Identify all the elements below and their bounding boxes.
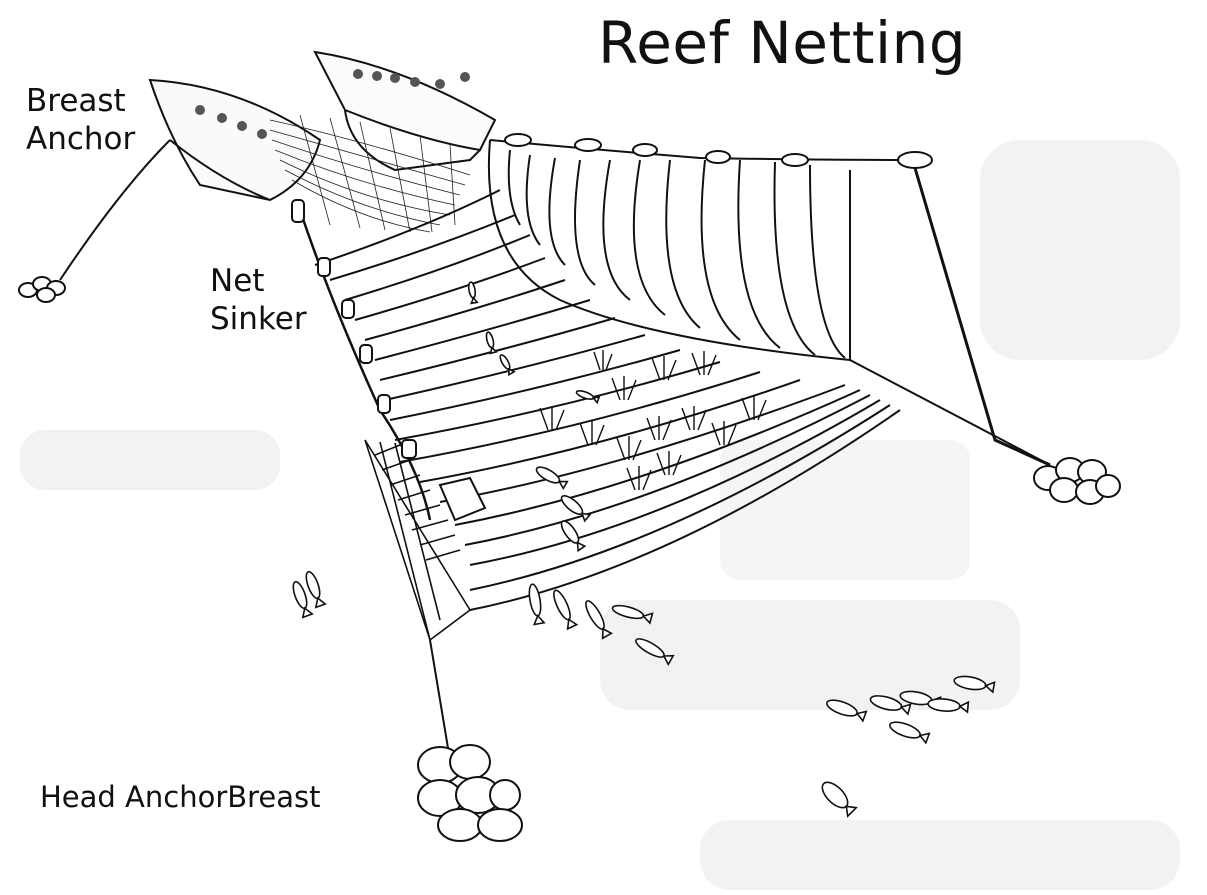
net-sinker-label: Net Sinker — [210, 262, 307, 338]
head-anchor-label: Head AnchorBreast — [40, 780, 321, 814]
net-sinker-label-line-2: Sinker — [210, 300, 307, 338]
breast-anchor-stones — [19, 277, 65, 302]
breast-anchor-label-line-1: Breast — [26, 82, 135, 120]
breast-anchor-label-line-2: Anchor — [26, 120, 135, 158]
head-anchor-stones — [418, 745, 522, 841]
float-line — [490, 134, 932, 168]
net-sinker-label-line-1: Net — [210, 262, 307, 300]
front-boat — [150, 80, 320, 200]
breast-anchor-label: Breast Anchor — [26, 82, 135, 158]
net-sinkers — [292, 200, 485, 520]
faded-background — [20, 140, 1180, 890]
head-net — [365, 440, 470, 640]
diagram-title: Reef Netting — [598, 14, 966, 72]
rear-boat — [315, 52, 495, 170]
